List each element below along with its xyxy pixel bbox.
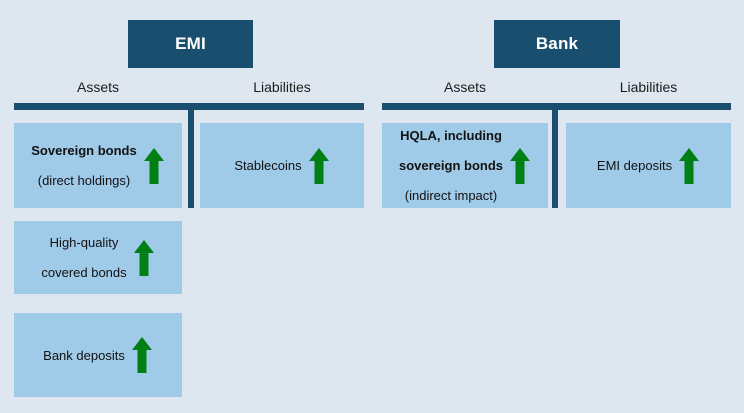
item-label-emi-deposits: EMI deposits (597, 143, 672, 188)
item-label-line3: (indirect impact) (404, 188, 498, 203)
item-label-line2: sovereign bonds (398, 158, 504, 173)
item-label-line1: HQLA, including (400, 128, 502, 143)
item-box-sovereign-bonds: Sovereign bonds (direct holdings) (14, 123, 182, 208)
item-label-line2: covered bonds (41, 265, 127, 280)
arrow-up-icon (133, 239, 154, 276)
item-label-line1: Bank deposits (43, 347, 125, 363)
item-label-line1: Sovereign bonds (31, 143, 137, 158)
item-box-bank-deposits: Bank deposits (14, 313, 182, 397)
column-caption-bank-liabilities: Liabilities (619, 79, 678, 95)
item-label-line1: High-quality (49, 235, 119, 250)
item-box-high-quality-covered-bonds: High-quality covered bonds (14, 221, 182, 294)
column-caption-bank-assets: Assets (443, 79, 486, 95)
panel-title-emi-label: EMI (175, 34, 206, 53)
item-label-bank-deposits: Bank deposits (43, 333, 125, 378)
item-label-high-quality-covered-bonds: High-quality covered bonds (41, 220, 126, 295)
arrow-up-icon (679, 147, 700, 184)
item-label-stablecoins: Stablecoins (234, 143, 301, 188)
item-label-line2: (direct holdings) (37, 173, 131, 188)
item-label-line1: EMI deposits (596, 158, 673, 173)
panel-title-bank: Bank (494, 20, 620, 68)
item-label-sovereign-bonds: Sovereign bonds (direct holdings) (31, 128, 136, 203)
column-caption-emi-assets: Assets (76, 79, 119, 95)
arrow-up-icon (308, 147, 329, 184)
arrow-up-icon (131, 337, 152, 373)
arrow-up-icon (143, 147, 164, 184)
column-caption-emi-liabilities: Liabilities (253, 79, 311, 95)
panel-divider-bank (552, 103, 558, 208)
panel-divider-emi (188, 103, 194, 208)
arrow-up-icon (510, 147, 531, 184)
panel-title-emi: EMI (128, 20, 253, 68)
item-box-stablecoins: Stablecoins (200, 123, 364, 208)
item-box-hqla: HQLA, including sovereign bonds (indirec… (382, 123, 548, 208)
item-label-line1: Stablecoins (234, 158, 302, 173)
item-box-emi-deposits: EMI deposits (566, 123, 731, 208)
item-label-hqla: HQLA, including sovereign bonds (indirec… (399, 113, 503, 218)
panel-title-bank-label: Bank (535, 34, 579, 53)
